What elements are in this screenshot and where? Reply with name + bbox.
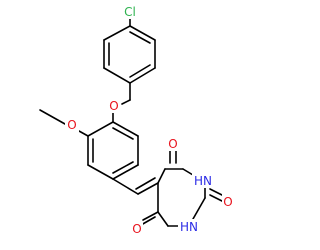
nh-top-label: HN — [194, 174, 212, 188]
chlorine-label-bg — [121, 4, 139, 19]
nh-bottom-label: HN — [180, 220, 198, 234]
bond — [129, 67, 156, 84]
bond — [209, 194, 225, 203]
bond — [112, 164, 139, 180]
bond — [112, 121, 139, 137]
bond — [87, 121, 114, 137]
chemical-structure: Cl O O O HN O HN O — [39, 4, 234, 236]
methoxy-oxygen-label: O — [67, 118, 76, 132]
bond — [129, 64, 151, 78]
chlorine-label: Cl — [124, 5, 136, 19]
ether-oxygen-label-bg — [108, 98, 120, 113]
bond — [121, 99, 131, 105]
carbonyl-oxygen-left-label-bg — [131, 221, 143, 236]
bond — [135, 177, 156, 190]
bond — [112, 161, 134, 174]
nh-top-label-bg — [192, 173, 214, 188]
bond — [103, 25, 131, 41]
bond — [157, 211, 169, 227]
bond — [129, 25, 156, 41]
bond — [78, 130, 89, 137]
bond — [140, 216, 156, 226]
bond — [182, 168, 194, 176]
nh-bottom-label-bg — [178, 219, 200, 234]
bond — [192, 197, 206, 220]
bond — [137, 182, 159, 195]
atom-labels: Cl O O O HN O HN O — [65, 4, 234, 236]
carbonyl-oxygen-top-label: O — [168, 137, 177, 151]
carbonyl-oxygen-right-label: O — [223, 195, 232, 209]
carbonyl-oxygen-top-label-bg — [167, 136, 179, 151]
carbonyl-oxygen-left-label: O — [132, 222, 141, 236]
bond — [103, 67, 131, 84]
ether-oxygen-label: O — [109, 99, 118, 113]
bond — [87, 164, 114, 180]
bond — [112, 127, 134, 140]
bond — [142, 211, 159, 221]
bond — [209, 188, 225, 197]
bond — [112, 178, 139, 195]
bond — [157, 168, 166, 184]
carbonyl-oxygen-right-label-bg — [222, 194, 234, 209]
bond — [129, 31, 151, 44]
bond — [39, 109, 66, 125]
methoxy-oxygen-label-bg — [65, 117, 79, 132]
